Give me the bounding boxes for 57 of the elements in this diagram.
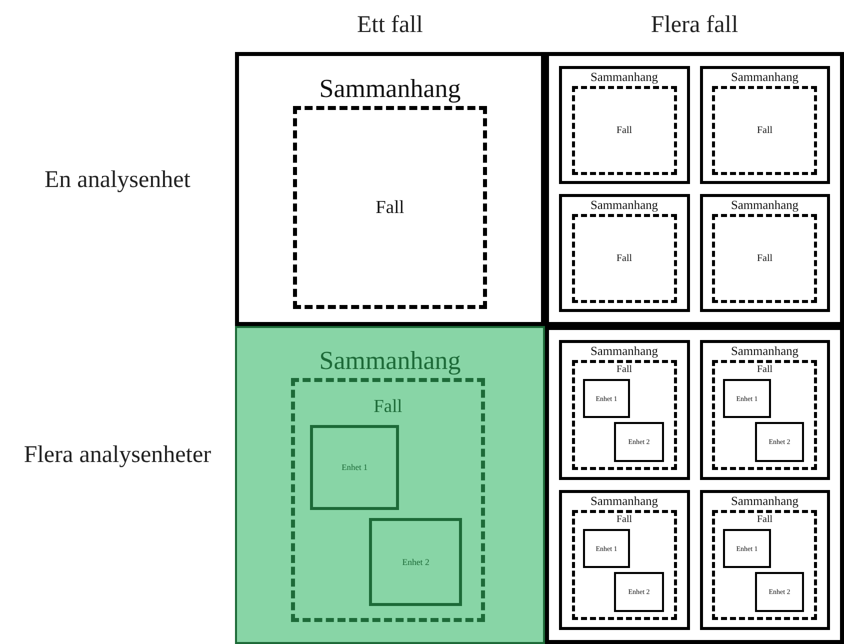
- solid-frame: [700, 490, 830, 630]
- dashed-frame: [572, 360, 677, 470]
- dashed-frame: [712, 214, 818, 304]
- box-label: Fall: [374, 196, 406, 218]
- dashed-frame: [572, 214, 677, 304]
- solid-frame: [700, 340, 830, 480]
- box-label: Sammanhang: [730, 344, 800, 358]
- box-label: Fall: [756, 253, 774, 265]
- box-label: Fall: [616, 364, 633, 376]
- box-label: Sammanhang: [318, 74, 462, 104]
- solid-frame: [559, 490, 690, 630]
- dashed-frame: [712, 86, 818, 176]
- solid-frame: [614, 422, 664, 462]
- dashed-frame: [712, 360, 818, 470]
- row-header: En analysenhet: [44, 166, 192, 195]
- box-label: Sammanhang: [730, 70, 800, 84]
- box-label: Fall: [616, 514, 633, 526]
- box-label: Fall: [756, 125, 774, 137]
- solid-frame: [754, 572, 804, 612]
- box-label: Fall: [372, 396, 404, 418]
- column-header: Ett fall: [356, 11, 424, 40]
- box-label: Fall: [756, 364, 774, 376]
- box-label: Enhet 1: [340, 462, 369, 472]
- box-label: Sammanhang: [318, 346, 462, 376]
- solid-frame: [559, 194, 690, 312]
- solid-frame: [582, 379, 630, 418]
- solid-frame: [582, 529, 630, 568]
- box-label: Fall: [616, 253, 633, 265]
- dashed-frame: [291, 378, 485, 622]
- row-header: Flera analysenheter: [22, 441, 212, 470]
- solid-frame: [614, 572, 664, 612]
- box-label: Sammanhang: [730, 494, 800, 508]
- solid-frame: [369, 518, 462, 606]
- solid-frame: [700, 66, 830, 184]
- matrix-cell: [235, 326, 545, 644]
- box-label: Enhet 2: [401, 557, 430, 568]
- matrix-cell: [235, 52, 545, 326]
- solid-frame: [754, 422, 804, 462]
- dashed-frame: [572, 510, 677, 620]
- solid-frame: [310, 425, 400, 510]
- solid-frame: [559, 340, 690, 480]
- solid-frame: [723, 379, 771, 418]
- box-label: Fall: [616, 125, 633, 137]
- solid-frame: [700, 194, 830, 312]
- box-label: Sammanhang: [589, 198, 660, 212]
- box-label: Sammanhang: [589, 70, 660, 84]
- dashed-frame: [572, 86, 677, 176]
- column-header: Flera fall: [650, 11, 740, 40]
- box-label: Sammanhang: [730, 198, 800, 212]
- matrix-cell: [545, 326, 844, 644]
- box-label: Sammanhang: [589, 494, 660, 508]
- dashed-frame: [712, 510, 818, 620]
- dashed-frame: [293, 106, 487, 309]
- box-label: Sammanhang: [589, 344, 660, 358]
- box-label: Fall: [756, 514, 774, 526]
- solid-frame: [723, 529, 771, 568]
- solid-frame: [559, 66, 690, 184]
